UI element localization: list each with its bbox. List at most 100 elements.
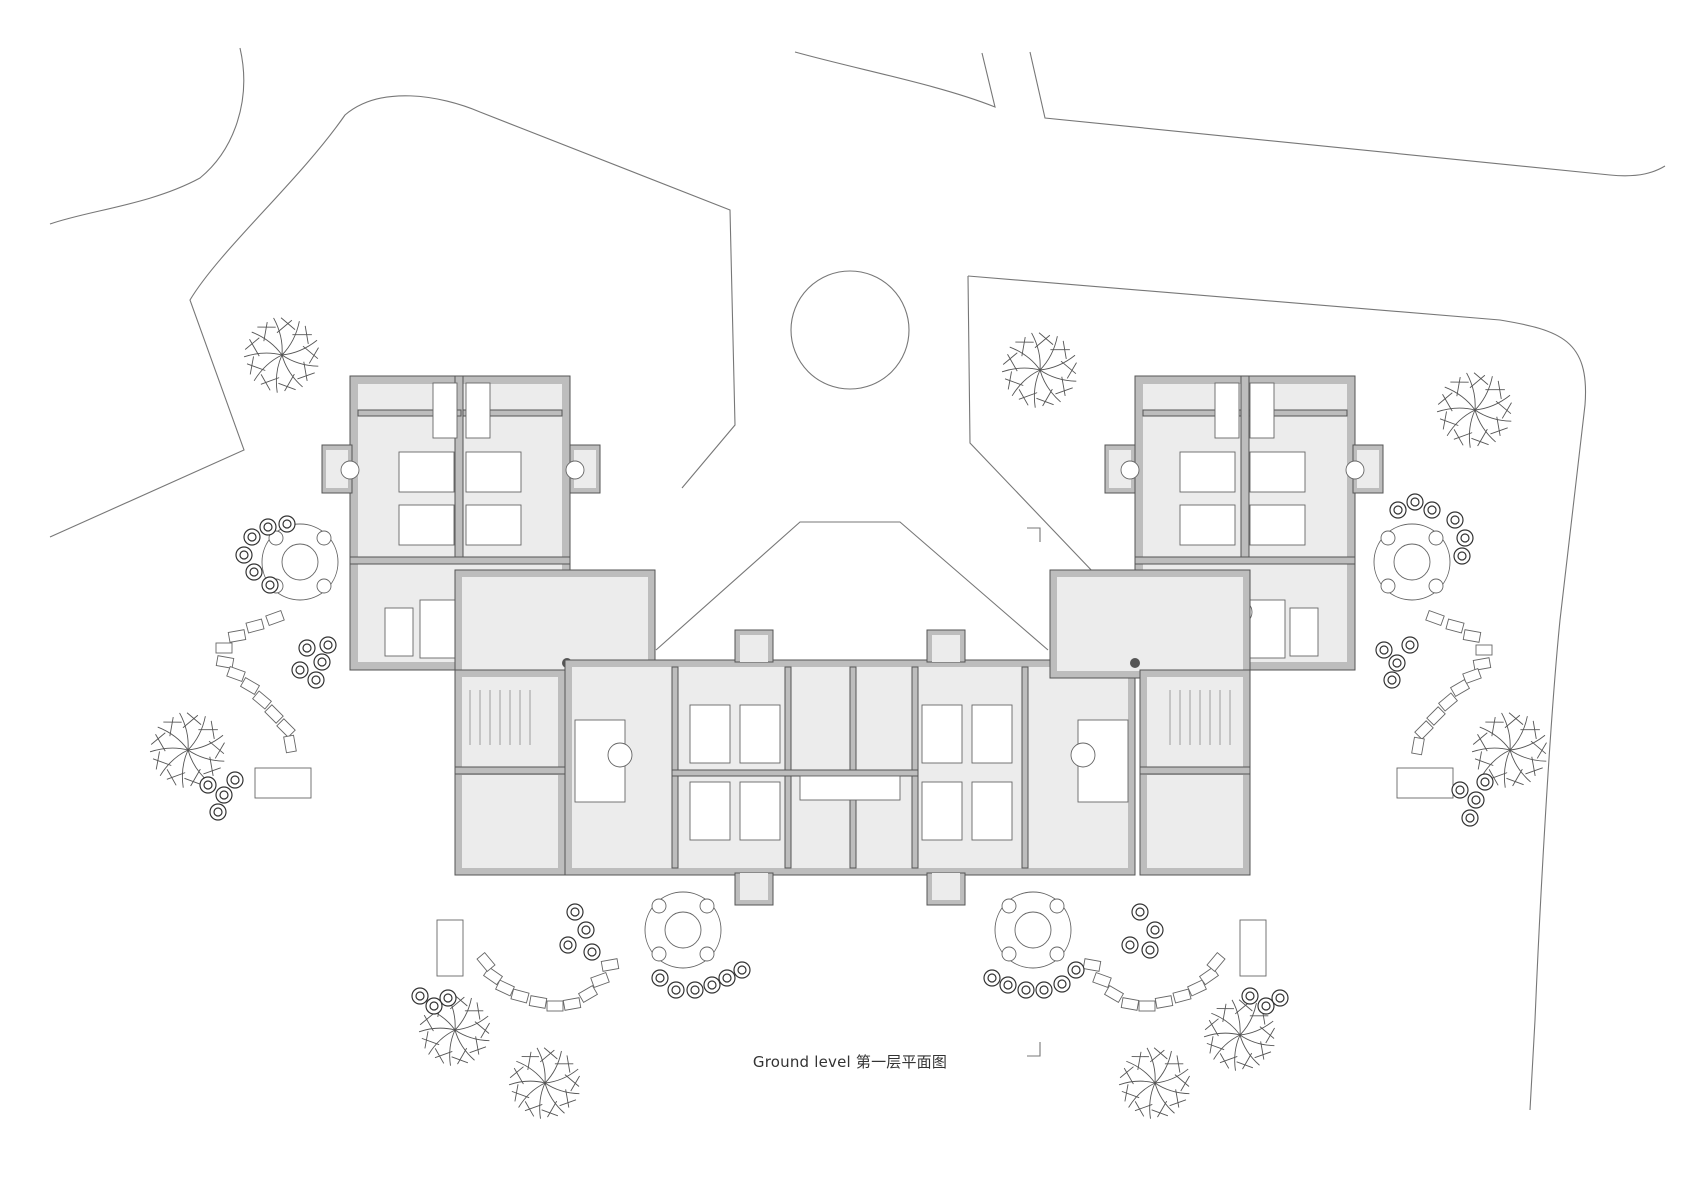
shrub-icon [1406, 493, 1424, 511]
stepping-stone-icon [276, 718, 296, 738]
shrub-icon [1131, 903, 1149, 921]
shrub-icon [1388, 654, 1406, 672]
shrub-icon [1067, 961, 1085, 979]
shrub-icon [1257, 997, 1275, 1015]
shrubs [199, 493, 1494, 1015]
shrub-icon [999, 976, 1017, 994]
stepping-stone-icon [264, 704, 284, 724]
stepping-stone-icon [1449, 679, 1471, 697]
stepping-stone-icon [1187, 979, 1207, 997]
shrub-icon [261, 576, 279, 594]
shrub-icon [1456, 529, 1474, 547]
table-icon [644, 891, 722, 969]
shrub-icon [733, 961, 751, 979]
stepping-stone-icon [1414, 720, 1434, 740]
shrub-icon [1467, 791, 1485, 809]
shrub-icon [1053, 975, 1071, 993]
right-stair-block [1049, 569, 1251, 876]
stepping-stone-icon [1120, 997, 1140, 1011]
shrub-icon [583, 943, 601, 961]
terrace-tables [261, 523, 1451, 969]
table-icon [994, 891, 1072, 969]
shrub-icon [1461, 809, 1479, 827]
tree-icon [508, 1047, 580, 1119]
shrub-icon [278, 515, 296, 533]
stepping-stone-icon [482, 966, 504, 986]
trees [149, 317, 1547, 1119]
shrub-icon [245, 563, 263, 581]
shrub-icon [1401, 636, 1419, 654]
stepping-stone-icon [600, 958, 620, 972]
stepping-stone-icon [227, 629, 247, 643]
bench-icon [254, 767, 312, 799]
benches [254, 767, 1454, 977]
stepping-stone-icon [1425, 609, 1445, 627]
shrub-icon [1121, 936, 1139, 954]
stepping-stone-icon [1472, 657, 1492, 671]
shrub-icon [291, 661, 309, 679]
stepping-stone-icon [1138, 1000, 1156, 1012]
tree-icon [243, 317, 319, 393]
tree-icon [149, 712, 225, 788]
shrub-icon [226, 771, 244, 789]
tree-icon [418, 994, 490, 1066]
stepping-stone-icon [546, 1000, 564, 1012]
tree-icon [1203, 999, 1275, 1071]
shrub-icon [1476, 773, 1494, 791]
table-icon [1373, 523, 1451, 601]
site-boundaries [49, 47, 1666, 1111]
stepping-stone-icon [215, 655, 235, 669]
center-block [564, 629, 1136, 906]
shrub-icon [1383, 671, 1401, 689]
stepping-stone-icon [1172, 988, 1192, 1004]
stepping-stone-icon [1438, 692, 1458, 712]
shrub-icon [215, 786, 233, 804]
shrub-icon [1017, 981, 1035, 999]
stepping-stone-icon [1082, 958, 1102, 972]
shrub-icon [1446, 511, 1464, 529]
stepping-stone-icon [1103, 985, 1125, 1003]
shrub-icon [307, 671, 325, 689]
shrub-icon [313, 653, 331, 671]
shrub-icon [686, 981, 704, 999]
tree-icon [1471, 712, 1547, 788]
shrub-icon [1146, 921, 1164, 939]
stepping-stone-icon [226, 665, 246, 683]
shrub-icon [319, 636, 337, 654]
stepping-stone-icon [252, 690, 272, 710]
stepping-stone-icon [1411, 736, 1425, 756]
stepping-stones [215, 609, 1493, 1012]
shrub-icon [1241, 987, 1259, 1005]
stepping-stone-icon [476, 952, 496, 972]
shrub-icon [425, 997, 443, 1015]
shrub-icon [235, 546, 253, 564]
stepping-stone-icon [1462, 629, 1482, 643]
shrub-icon [651, 969, 669, 987]
bench-icon [436, 919, 464, 977]
shrub-icon [1451, 781, 1469, 799]
stepping-stone-icon [1206, 952, 1226, 972]
shrub-icon [439, 989, 457, 1007]
drawing-caption: Ground level 第一层平面图 [752, 1053, 948, 1071]
shrub-icon [259, 518, 277, 536]
shrub-icon [411, 987, 429, 1005]
shrub-icon [566, 903, 584, 921]
shrub-icon [1453, 547, 1471, 565]
shrub-icon [1375, 641, 1393, 659]
tree-icon [1436, 372, 1512, 448]
stepping-stone-icon [590, 971, 610, 989]
shrub-icon [559, 936, 577, 954]
bench-icon [1239, 919, 1267, 977]
stepping-stone-icon [510, 988, 530, 1004]
stepping-stone-icon [1462, 667, 1482, 685]
stepping-stone-icon [265, 609, 285, 627]
shrub-icon [298, 639, 316, 657]
shrub-icon [209, 803, 227, 821]
shrub-icon [577, 921, 595, 939]
shrub-icon [703, 976, 721, 994]
stepping-stone-icon [239, 677, 261, 695]
stepping-stone-icon [283, 734, 297, 754]
stepping-stone-icon [495, 979, 515, 997]
bench-icon [1396, 767, 1454, 799]
